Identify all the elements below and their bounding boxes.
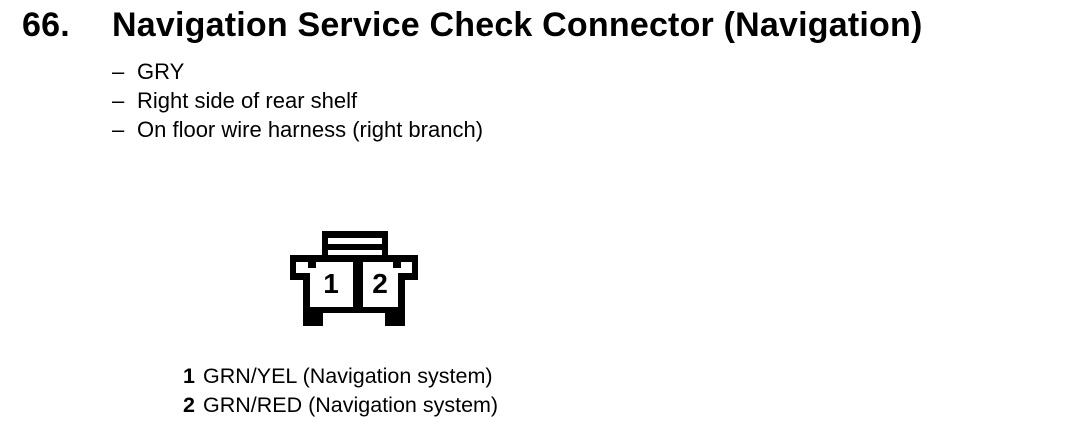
legend-row: 2 GRN/RED (Navigation system)	[183, 391, 498, 420]
connector-figure: 1 2	[283, 229, 427, 333]
legend-pin-label: GRN/RED (Navigation system)	[203, 393, 499, 417]
detail-text-color: GRY	[137, 59, 185, 84]
legend-pin-number: 1	[183, 364, 195, 388]
dash-marker: –	[112, 117, 125, 142]
legend-row: 1 GRN/YEL (Navigation system)	[183, 362, 498, 391]
keying-tab-right	[393, 262, 401, 268]
pin-divider	[353, 262, 363, 307]
legend-pin-number: 2	[183, 393, 195, 417]
pin-number-2: 2	[372, 268, 388, 299]
detail-text-location: Right side of rear shelf	[137, 88, 358, 113]
section-heading: 66. Navigation Service Check Connector (…	[22, 4, 922, 46]
legend-pin-label: GRN/YEL (Navigation system)	[203, 364, 493, 388]
page-title: Navigation Service Check Connector (Navi…	[112, 6, 923, 44]
section-number: 66.	[22, 6, 70, 44]
dash-marker: –	[112, 59, 125, 84]
latch-slot-upper	[328, 238, 382, 244]
dash-marker: –	[112, 88, 125, 113]
detail-item: – GRY	[112, 57, 483, 86]
pin-legend: 1 GRN/YEL (Navigation system) 2 GRN/RED …	[183, 362, 498, 420]
detail-item: – On floor wire harness (right branch)	[112, 115, 483, 144]
detail-text-harness: On floor wire harness (right branch)	[137, 117, 484, 142]
latch-slot-lower	[328, 250, 382, 255]
connector-diagram: 1 2	[290, 231, 418, 326]
connector-details-list: – GRY – Right side of rear shelf – On fl…	[112, 57, 483, 144]
detail-item: – Right side of rear shelf	[112, 86, 483, 115]
keying-tab-left	[308, 262, 316, 268]
pin-number-1: 1	[323, 268, 339, 299]
